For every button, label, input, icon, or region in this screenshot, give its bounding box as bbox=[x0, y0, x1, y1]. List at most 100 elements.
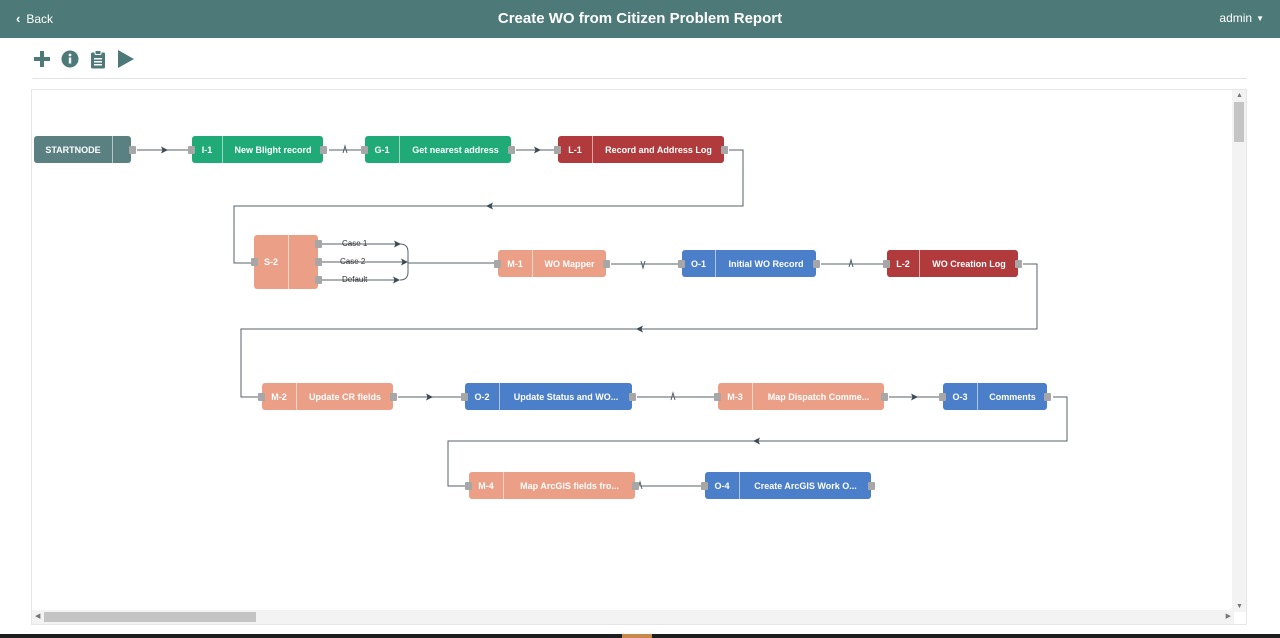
node-id: M-1 bbox=[498, 250, 533, 277]
node-input-port[interactable] bbox=[465, 482, 472, 490]
default-port[interactable] bbox=[315, 276, 322, 284]
node-input-port[interactable] bbox=[678, 260, 685, 268]
back-label: Back bbox=[26, 11, 54, 26]
node-label: Create ArcGIS Work O... bbox=[754, 480, 857, 491]
node-s2-switch[interactable]: S-2 bbox=[254, 235, 318, 289]
node-id: L-2 bbox=[887, 250, 920, 277]
node-input-port[interactable] bbox=[714, 393, 721, 401]
user-menu[interactable]: admin ▼ bbox=[1219, 11, 1264, 25]
node-o2[interactable]: O-2 Update Status and WO... bbox=[465, 383, 632, 410]
node-l1[interactable]: L-1 Record and Address Log bbox=[558, 136, 724, 163]
node-o4[interactable]: O-4 Create ArcGIS Work O... bbox=[705, 472, 871, 499]
node-id: O-2 bbox=[465, 383, 500, 410]
node-input-port[interactable] bbox=[883, 260, 890, 268]
play-icon bbox=[118, 50, 134, 68]
case-label: Case 1 bbox=[342, 239, 368, 248]
toolbar-divider bbox=[32, 78, 1247, 79]
node-input-port[interactable] bbox=[494, 260, 501, 268]
clipboard-button[interactable] bbox=[88, 48, 108, 70]
horizontal-scroll-thumb[interactable] bbox=[44, 612, 256, 622]
user-name: admin bbox=[1219, 11, 1253, 25]
node-o3[interactable]: O-3 Comments bbox=[943, 383, 1047, 410]
node-output-port[interactable] bbox=[129, 146, 136, 154]
node-label: WO Creation Log bbox=[932, 258, 1006, 269]
node-label: Get nearest address bbox=[412, 144, 499, 155]
page-title: Create WO from Citizen Problem Report bbox=[497, 10, 783, 27]
case-1-port[interactable] bbox=[315, 240, 322, 248]
node-output-port[interactable] bbox=[721, 146, 728, 154]
scroll-up-arrow-icon[interactable]: ▲ bbox=[1236, 92, 1243, 99]
node-id: M-4 bbox=[469, 472, 504, 499]
node-label: Update Status and WO... bbox=[513, 391, 619, 402]
node-id: S-2 bbox=[254, 235, 289, 289]
node-label: Comments bbox=[989, 391, 1036, 402]
node-input-port[interactable] bbox=[258, 393, 265, 401]
case-2-port[interactable] bbox=[315, 258, 322, 266]
horizontal-scrollbar[interactable]: ◀ ▶ bbox=[32, 610, 1234, 624]
node-output-port[interactable] bbox=[390, 393, 397, 401]
node-id: M-3 bbox=[718, 383, 753, 410]
node-m1[interactable]: M-1 WO Mapper bbox=[498, 250, 606, 277]
node-output-port[interactable] bbox=[1015, 260, 1022, 268]
taskbar-segment bbox=[622, 634, 652, 638]
app-header: ‹ Back Create WO from Citizen Problem Re… bbox=[0, 0, 1280, 38]
flow-connectors bbox=[137, 144, 1068, 490]
node-id: I-1 bbox=[192, 136, 223, 163]
case-label: Default bbox=[342, 275, 368, 284]
chevron-left-icon: ‹ bbox=[16, 11, 21, 26]
node-label: Initial WO Record bbox=[728, 258, 804, 269]
node-input-port[interactable] bbox=[461, 393, 468, 401]
node-output-port[interactable] bbox=[632, 482, 639, 490]
node-m3[interactable]: M-3 Map Dispatch Comme... bbox=[718, 383, 884, 410]
flow-canvas[interactable]: STARTNODE I-1 New Blight record G-1 Get … bbox=[31, 89, 1247, 625]
node-output-port[interactable] bbox=[881, 393, 888, 401]
node-id: L-1 bbox=[558, 136, 593, 163]
node-label: Update CR fields bbox=[308, 391, 381, 402]
scroll-down-arrow-icon[interactable]: ▼ bbox=[1236, 603, 1243, 610]
node-l2[interactable]: L-2 WO Creation Log bbox=[887, 250, 1018, 277]
caret-down-icon: ▼ bbox=[1256, 13, 1264, 23]
node-input-port[interactable] bbox=[188, 146, 195, 154]
node-id: O-1 bbox=[682, 250, 716, 277]
node-startnode[interactable]: STARTNODE bbox=[34, 136, 131, 163]
node-m4[interactable]: M-4 Map ArcGIS fields fro... bbox=[469, 472, 635, 499]
plus-icon bbox=[34, 51, 50, 67]
info-button[interactable] bbox=[60, 48, 80, 70]
vertical-scroll-thumb[interactable] bbox=[1234, 102, 1244, 142]
node-output-port[interactable] bbox=[1044, 393, 1051, 401]
node-input-port[interactable] bbox=[701, 482, 708, 490]
node-output-port[interactable] bbox=[603, 260, 610, 268]
node-id: O-3 bbox=[943, 383, 978, 410]
info-icon bbox=[61, 50, 79, 68]
node-output-port[interactable] bbox=[508, 146, 515, 154]
scroll-left-arrow-icon[interactable]: ◀ bbox=[35, 613, 41, 620]
scroll-right-arrow-icon[interactable]: ▶ bbox=[1225, 613, 1231, 620]
node-input-port[interactable] bbox=[251, 258, 258, 266]
node-output-port[interactable] bbox=[813, 260, 820, 268]
node-input-port[interactable] bbox=[939, 393, 946, 401]
node-input-port[interactable] bbox=[554, 146, 561, 154]
taskbar-strip bbox=[0, 634, 1280, 638]
node-id: STARTNODE bbox=[45, 144, 101, 155]
node-m2[interactable]: M-2 Update CR fields bbox=[262, 383, 393, 410]
node-output-port[interactable] bbox=[629, 393, 636, 401]
node-o1[interactable]: O-1 Initial WO Record bbox=[682, 250, 816, 277]
vertical-scrollbar[interactable]: ▲ ▼ bbox=[1232, 90, 1246, 612]
node-g1[interactable]: G-1 Get nearest address bbox=[365, 136, 511, 163]
back-button[interactable]: ‹ Back bbox=[16, 11, 53, 26]
node-output-port[interactable] bbox=[320, 146, 327, 154]
node-input-port[interactable] bbox=[361, 146, 368, 154]
toolbar bbox=[32, 46, 136, 72]
node-label: WO Mapper bbox=[544, 258, 595, 269]
node-port-area bbox=[112, 136, 131, 163]
node-i1[interactable]: I-1 New Blight record bbox=[192, 136, 323, 163]
clipboard-icon bbox=[91, 49, 105, 68]
node-label: Map ArcGIS fields fro... bbox=[520, 480, 619, 491]
run-button[interactable] bbox=[116, 48, 136, 70]
node-output-port[interactable] bbox=[868, 482, 875, 490]
node-label: Map Dispatch Comme... bbox=[767, 391, 870, 402]
node-id: O-4 bbox=[705, 472, 740, 499]
case-label: Case 2 bbox=[340, 257, 366, 266]
add-button[interactable] bbox=[32, 48, 52, 70]
node-id: M-2 bbox=[262, 383, 297, 410]
